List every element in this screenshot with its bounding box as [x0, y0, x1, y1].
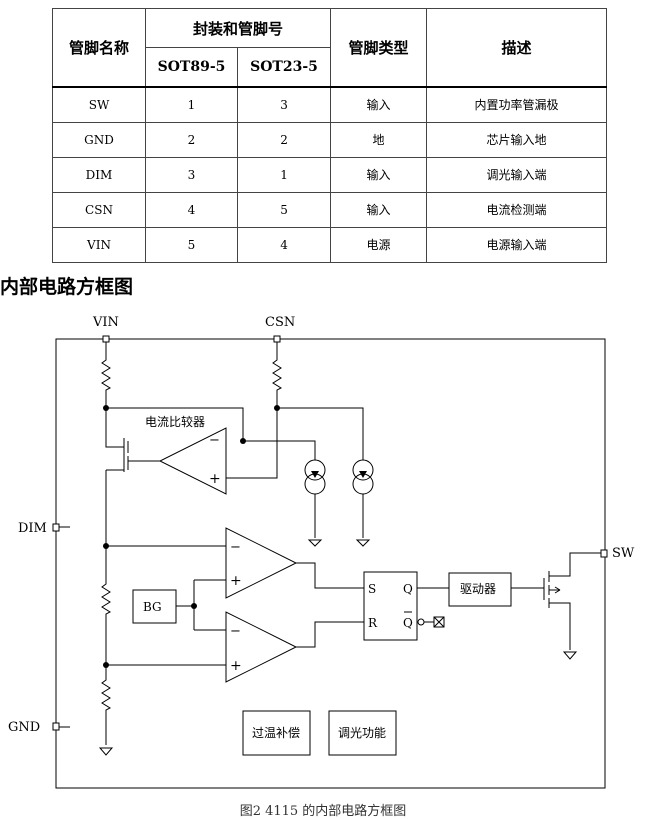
table-row: VIN 5 4 电源 电源输入端 — [52, 226, 608, 263]
header-description: 描述 — [426, 8, 608, 88]
cell-sot23: 3 — [236, 86, 332, 123]
label-current-comparator: 电流比较器 — [145, 414, 205, 429]
ground-symbol — [562, 651, 578, 660]
label-driver: 驱动器 — [460, 582, 496, 596]
label-dim: DIM — [18, 521, 47, 536]
label-gnd: GND — [8, 720, 40, 735]
pin-terminal-csn — [273, 335, 281, 343]
driver-block — [448, 572, 512, 607]
lower-comparator-minus: − — [230, 624, 241, 639]
label-csn: CSN — [265, 315, 295, 330]
table-row: CSN 4 5 输入 电流检测端 — [52, 191, 608, 228]
cell-pin-name: GND — [52, 121, 146, 158]
junction-dot — [274, 405, 280, 411]
cell-desc: 调光输入端 — [426, 156, 608, 193]
junction-dot — [103, 662, 109, 668]
table-row: DIM 3 1 输入 调光输入端 — [52, 156, 608, 193]
latch-qbar: Q — [403, 616, 413, 630]
cell-type: 输入 — [330, 156, 428, 193]
resistor-csn — [272, 342, 283, 408]
cell-sot23: 4 — [236, 226, 332, 263]
block-diagram: VIN CSN DIM GND SW 电流比较器 − + − + − + BG … — [8, 315, 635, 789]
label-over-temp-compensation: 过温补偿 — [252, 725, 300, 740]
latch-r: R — [368, 616, 378, 630]
sense-transistor — [123, 438, 160, 472]
pin-terminal-vin — [102, 335, 110, 343]
cell-pin-name: VIN — [52, 226, 146, 263]
pin-terminal-dim — [52, 523, 60, 532]
junction-dot — [240, 438, 246, 444]
label-sw: SW — [612, 546, 635, 561]
header-pin-name: 管脚名称 — [52, 8, 146, 88]
output-transistor — [543, 571, 550, 608]
cell-sot23: 1 — [236, 156, 332, 193]
cell-type: 地 — [330, 121, 428, 158]
ground-symbol — [98, 747, 114, 756]
cell-sot89: 5 — [145, 226, 238, 263]
cell-desc: 内置功率管漏极 — [426, 86, 608, 123]
cell-pin-name: SW — [52, 86, 146, 123]
dimming-block — [328, 710, 397, 756]
header-package-group: 封装和管脚号 — [144, 8, 332, 48]
table-row: SW 1 3 输入 内置功率管漏极 — [52, 86, 608, 123]
pin-terminal-sw — [600, 549, 608, 558]
junction-dot — [191, 603, 197, 609]
cell-type: 输入 — [330, 191, 428, 228]
current-source-2 — [352, 459, 374, 481]
ground-symbol — [355, 539, 371, 547]
sr-latch — [363, 571, 418, 641]
cell-sot89: 1 — [145, 86, 238, 123]
cell-sot23: 5 — [236, 191, 332, 228]
current-comparator — [158, 427, 227, 495]
figure-caption: 图2 4115 的内部电路方框图 — [239, 804, 407, 819]
cell-sot89: 4 — [145, 191, 238, 228]
header-sot23: SOT23-5 — [236, 47, 332, 88]
cell-sot23: 2 — [236, 121, 332, 158]
section-title: 内部电路方框图 — [0, 276, 134, 298]
cell-type: 电源 — [330, 226, 428, 263]
ground-symbol — [307, 539, 323, 547]
comparator-upper — [225, 527, 298, 599]
qbar-inversion-bubble — [417, 618, 425, 626]
comparator-minus: − — [209, 433, 220, 448]
upper-comparator-plus: + — [230, 573, 242, 589]
no-connect-marker — [433, 616, 445, 628]
resistor-vin-sense — [101, 342, 112, 408]
header-pin-type: 管脚类型 — [330, 8, 428, 88]
lower-comparator-plus: + — [230, 658, 242, 674]
cell-sot89: 3 — [145, 156, 238, 193]
pin-table: 管脚名称 封装和管脚号 管脚类型 描述 SOT89-5 SOT23-5 SW 1… — [52, 8, 608, 263]
table-row: GND 2 2 地 芯片输入地 — [52, 121, 608, 158]
comparator-plus: + — [209, 471, 221, 487]
cell-desc: 电流检测端 — [426, 191, 608, 228]
cell-pin-name: DIM — [52, 156, 146, 193]
cell-type: 输入 — [330, 86, 428, 123]
resistor-divider-top — [101, 546, 112, 665]
label-bg: BG — [143, 600, 162, 614]
junction-dot — [103, 543, 109, 549]
label-vin: VIN — [92, 315, 119, 330]
resistor-divider-bottom — [101, 665, 112, 745]
over-temp-compensation-block — [242, 710, 311, 756]
cell-desc: 电源输入端 — [426, 226, 608, 263]
cell-pin-name: CSN — [52, 191, 146, 228]
latch-q: Q — [403, 582, 413, 596]
comparator-lower — [225, 611, 298, 683]
junction-dot — [103, 405, 109, 411]
cell-desc: 芯片输入地 — [426, 121, 608, 158]
label-dimming: 调光功能 — [338, 726, 386, 740]
current-source-1 — [304, 459, 326, 481]
latch-s: S — [368, 582, 376, 596]
upper-comparator-minus: − — [230, 540, 241, 555]
header-sot89: SOT89-5 — [145, 47, 238, 88]
cell-sot89: 2 — [145, 121, 238, 158]
chip-outline — [55, 338, 606, 789]
pin-terminal-gnd — [52, 722, 60, 731]
